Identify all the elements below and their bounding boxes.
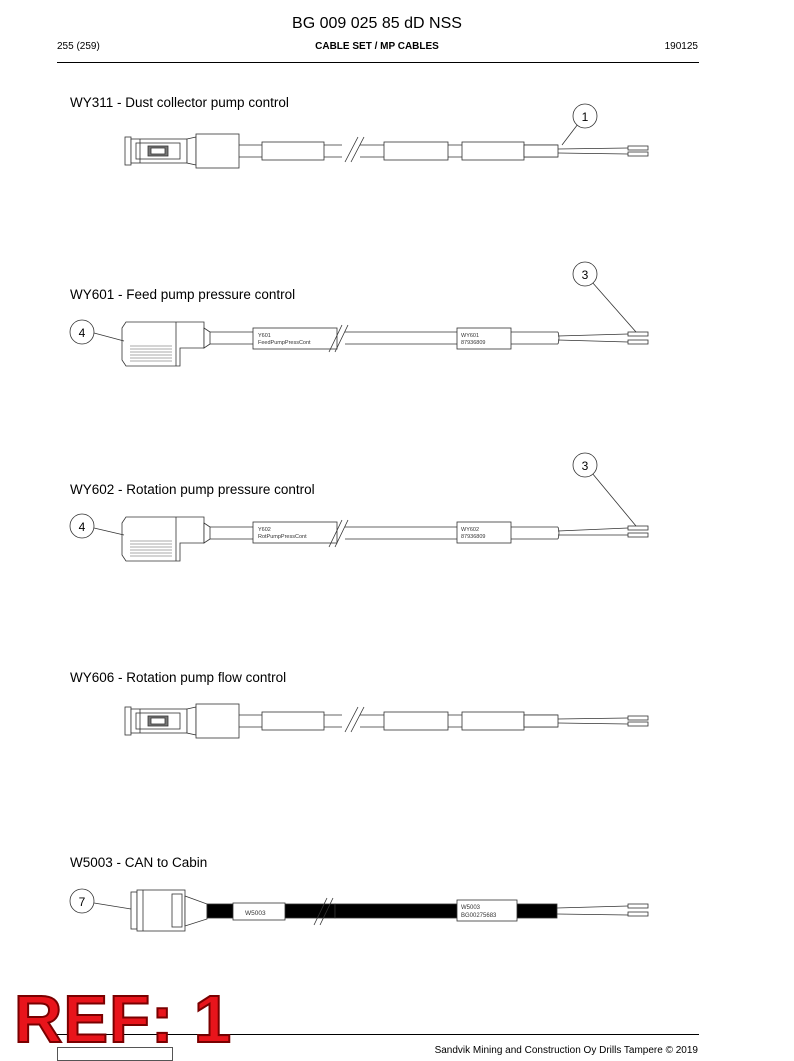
connector-boot: [195, 703, 240, 739]
cable-break-mark: [328, 519, 349, 548]
wire-leads: [556, 905, 629, 916]
label-text: WY601: [461, 333, 479, 339]
label-sleeve: [456, 327, 512, 350]
cable-title-wy606: WY606 - Rotation pump flow control: [70, 670, 287, 685]
cable-drawing-w5003: W5003 W5003 BG00275683 7: [69, 888, 649, 932]
label-text: Y602: [258, 527, 271, 533]
label-text: RotPumpPressCont: [258, 534, 307, 540]
callout-number: 4: [79, 520, 86, 534]
callout-bubble: [572, 452, 598, 478]
wire-ferrule: [627, 903, 649, 909]
wire-ferrule: [627, 532, 649, 538]
cable-drawing-wy311: 1: [124, 103, 649, 169]
callout-leader: [93, 902, 132, 910]
cable-drawing-wy606: [124, 703, 649, 739]
wire-leads: [557, 527, 629, 536]
callout-bubble: [572, 261, 598, 287]
label-sleeve: [232, 902, 286, 921]
label-text: Y601: [258, 333, 271, 339]
callout-number: 4: [79, 326, 86, 340]
round-connector-icon: [124, 706, 197, 736]
valve-connector-icon: [121, 321, 205, 367]
label-sleeve: [252, 327, 338, 350]
label-text: 87936809: [461, 340, 485, 346]
section-title: CABLE SET / MP CABLES: [315, 41, 439, 52]
label-text: W5003: [461, 905, 481, 911]
label-sleeve: [456, 521, 512, 544]
label-sleeve: [261, 141, 325, 161]
wire-leads: [557, 147, 629, 155]
valve-connector-icon: [121, 516, 205, 562]
wire-ferrule: [627, 525, 649, 531]
callout-bubble: [69, 888, 95, 914]
callout-leader: [591, 472, 637, 527]
connector-boot: [203, 522, 211, 544]
label-sleeve: [461, 141, 525, 161]
cable-sheath: [345, 331, 558, 345]
cable-end: [557, 526, 560, 540]
callout-number: 1: [582, 110, 589, 124]
callout-bubble: [69, 513, 95, 539]
label-text: FeedPumpPressCont: [258, 340, 311, 346]
connector-boot: [203, 327, 211, 349]
can-connector-icon: [130, 889, 208, 932]
cable-break-mark: [328, 324, 349, 353]
callout-number: 7: [79, 895, 86, 909]
cable-break-mark: [313, 897, 334, 926]
label-text: 87936809: [461, 534, 485, 540]
label-sleeve: [383, 711, 449, 731]
header-divider: [57, 62, 699, 63]
wire-leads: [557, 333, 629, 343]
callout-number: 3: [582, 268, 589, 282]
label-sleeve: [261, 711, 325, 731]
wire-ferrule: [627, 911, 649, 917]
label-text: W5003: [245, 910, 266, 917]
footer-copyright: Sandvik Mining and Construction Oy Drill…: [434, 1045, 698, 1056]
callout-bubble: [572, 103, 598, 129]
cable-title-wy311: WY311 - Dust collector pump control: [70, 95, 289, 110]
connector-boot: [195, 133, 240, 169]
cable-title-wy601: WY601 - Feed pump pressure control: [70, 287, 296, 302]
label-sleeve: [383, 141, 449, 161]
cable-title-w5003: W5003 - CAN to Cabin: [70, 855, 208, 870]
callout-leader: [93, 332, 125, 342]
wire-ferrule: [627, 339, 649, 345]
wire-ferrule: [627, 721, 649, 727]
label-text: BG00275683: [461, 913, 497, 919]
cable-end-cap: [523, 144, 559, 158]
reference-stamp: REF: 1: [13, 982, 233, 1057]
cable-sheath: [345, 526, 558, 540]
callout-leader: [561, 123, 579, 146]
round-connector-icon: [124, 136, 197, 166]
cable-end-cap: [523, 714, 559, 728]
callout-bubble: [69, 319, 95, 345]
callout-number: 3: [582, 459, 589, 473]
cable-drawing-wy602: Y602 RotPumpPressCont WY602 87936809 3 4: [69, 452, 649, 562]
cable-end: [557, 331, 560, 345]
label-sleeve: [252, 521, 338, 544]
wire-ferrule: [627, 331, 649, 337]
cable-break-mark: [344, 706, 365, 733]
cable-break-mark: [344, 136, 365, 163]
cable-drawing-wy601: Y601 FeedPumpPressCont WY601 87936809 3 …: [69, 261, 649, 367]
label-text: WY602: [461, 527, 479, 533]
label-sleeve: [456, 899, 518, 922]
footer-divider: [57, 1034, 699, 1035]
page-number: 255 (259): [57, 41, 100, 52]
document-date: 190125: [664, 41, 698, 52]
cable-title-wy602: WY602 - Rotation pump pressure control: [70, 482, 315, 497]
wire-ferrule: [627, 715, 649, 721]
document-number: BG 009 025 85 dD NSS: [292, 15, 462, 32]
wire-leads: [557, 717, 629, 725]
wire-ferrule: [627, 151, 649, 157]
cable-sheath-black: [334, 903, 558, 919]
label-sleeve: [461, 711, 525, 731]
wire-ferrule: [627, 145, 649, 151]
callout-leader: [93, 527, 125, 536]
callout-leader: [591, 281, 637, 333]
